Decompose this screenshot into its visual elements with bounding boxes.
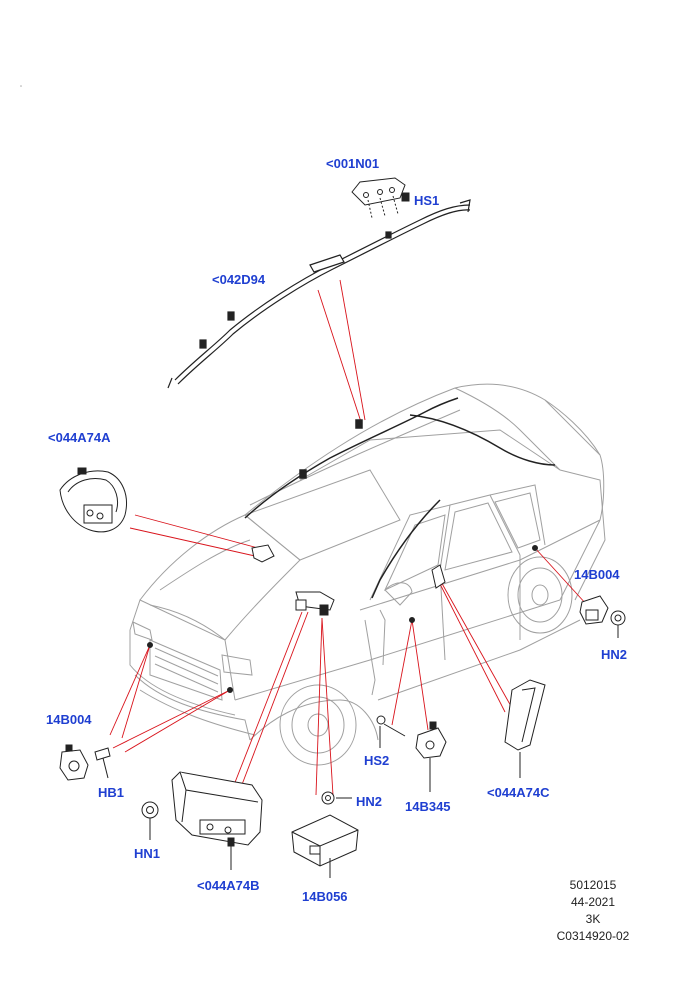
callout-042D94: <042D94 — [212, 272, 266, 287]
leader-lines — [109, 279, 588, 796]
installed-curtain-airbag — [244, 397, 556, 599]
callout-14B004-left: 14B004 — [46, 712, 92, 727]
installed-side-airbag — [431, 564, 446, 589]
reference-line-2: 44-2021 — [570, 895, 616, 909]
part-HN2-mid-nut — [321, 791, 352, 805]
reference-line-3: 3K — [585, 912, 601, 926]
callout-14B056: 14B056 — [302, 889, 348, 904]
scan-mark — [20, 85, 22, 87]
callout-HS2: HS2 — [364, 753, 390, 768]
part-042D94-curtain-harness — [167, 199, 471, 389]
reference-line-1: 5012015 — [569, 878, 617, 892]
part-14B056-control-module — [291, 814, 359, 878]
callout-HN1: HN1 — [134, 846, 161, 861]
callout-HN2-right: HN2 — [601, 647, 628, 662]
callout-001N01: <001N01 — [326, 156, 380, 171]
part-HN1-nut — [141, 801, 159, 840]
vehicle-outline — [129, 383, 606, 766]
callout-14B345: 14B345 — [405, 799, 451, 814]
part-044A74A-driver-airbag — [59, 467, 127, 533]
callout-HS1: HS1 — [414, 193, 440, 208]
part-14B345-side-sensor — [409, 617, 447, 792]
part-001N01-bracket — [351, 177, 410, 219]
callout-044A74A: <044A74A — [48, 430, 111, 445]
callout-HN2-mid: HN2 — [356, 794, 383, 809]
callout-044A74B: <044A74B — [197, 878, 260, 893]
installed-driver-airbag — [251, 544, 275, 563]
part-14B004-right-sensor — [532, 545, 626, 638]
callout-044A74C: <044A74C — [487, 785, 550, 800]
callout-14B004-right: 14B004 — [574, 567, 620, 582]
part-14B004-left-sensor — [59, 642, 233, 781]
reference-line-4: C0314920-02 — [556, 929, 630, 943]
part-044A74B-passenger-airbag — [171, 771, 263, 870]
callout-HB1: HB1 — [98, 785, 125, 800]
installed-passenger-airbag — [295, 591, 335, 616]
part-HS2-screw — [376, 715, 406, 748]
part-044A74C-side-airbag — [504, 679, 546, 778]
